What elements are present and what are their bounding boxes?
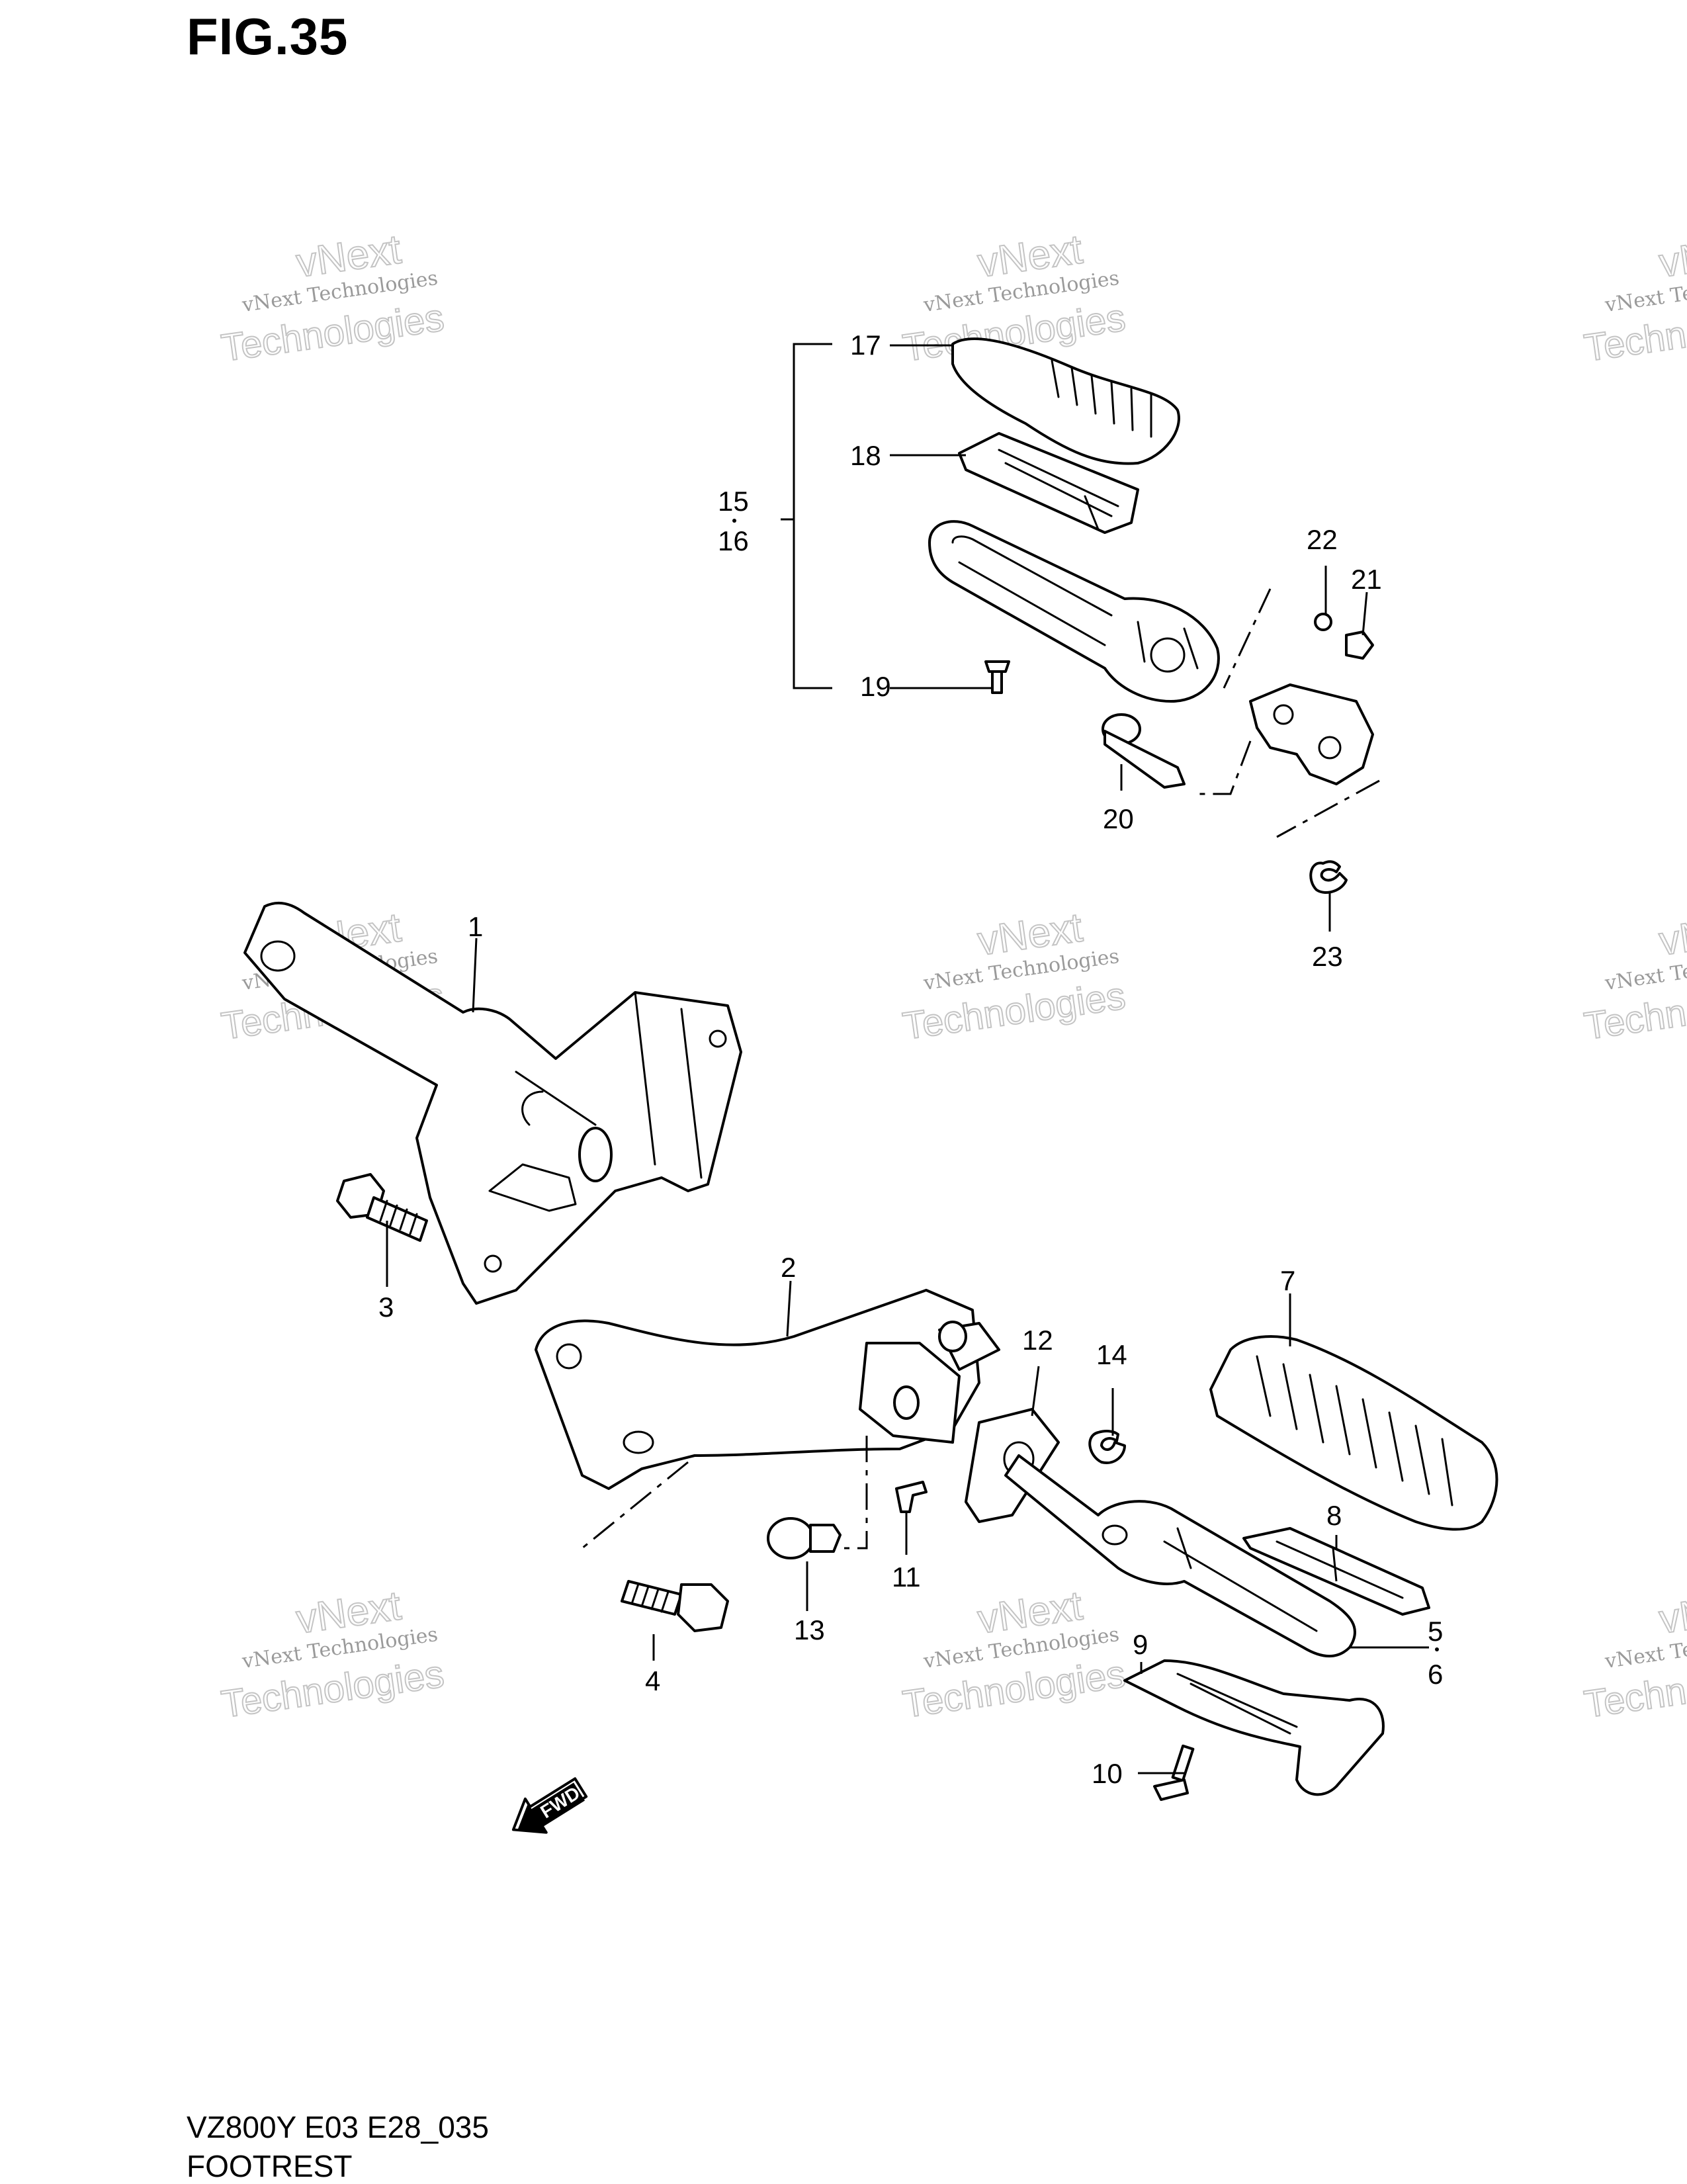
watermark: vNext vNext Technologies Technologies <box>900 1582 1129 1726</box>
watermark: vNext vNext Technologies Technologies <box>1581 1582 1687 1726</box>
part-3-bolt <box>336 1173 428 1242</box>
part-11-clip <box>895 1481 928 1513</box>
part-7-rubber <box>1209 1335 1498 1531</box>
callout-22: 22 <box>1307 524 1338 555</box>
callout-12: 12 <box>1022 1325 1053 1356</box>
callout-10: 10 <box>1092 1758 1123 1789</box>
figure-title: FIG.35 <box>187 7 349 66</box>
part-15-16-footrest <box>928 520 1220 703</box>
separator-dot <box>1435 1647 1439 1651</box>
callout-18: 18 <box>850 440 881 471</box>
callout-11: 11 <box>892 1561 921 1593</box>
watermark: vNext vNext Technologies Technologies <box>900 226 1129 370</box>
model-code: VZ800Y E03 E28_035 <box>187 2110 489 2144</box>
callout-8: 8 <box>1326 1500 1342 1531</box>
watermark: vNext vNext Technologies Technologies <box>1581 904 1687 1048</box>
watermark: vNext vNext Technologies Technologies <box>218 1582 447 1726</box>
watermark: vNext vNext Technologies Technologies <box>1581 226 1687 370</box>
part-9-heel-guard <box>1123 1659 1385 1796</box>
assembly-line <box>582 1461 689 1550</box>
callout-2: 2 <box>781 1252 796 1283</box>
part-13-pin <box>767 1517 842 1559</box>
callout-5: 5 <box>1428 1616 1443 1647</box>
assembly-line <box>840 1436 868 1550</box>
upper-bracket <box>1249 683 1374 785</box>
callout-23: 23 <box>1312 941 1343 972</box>
callout-4: 4 <box>645 1665 660 1696</box>
part-14-clip <box>1088 1430 1126 1464</box>
callout-numbers: 17 18 15 16 19 22 21 20 23 1 3 2 7 12 14… <box>378 329 1443 1789</box>
callout-20: 20 <box>1103 803 1134 834</box>
callout-15: 15 <box>718 486 749 517</box>
callout-14: 14 <box>1096 1339 1127 1370</box>
assembly-line <box>1276 779 1380 838</box>
group-bracket-15-16 <box>781 343 832 689</box>
fwd-arrow-icon: FWD <box>511 1777 588 1834</box>
part-18-plate <box>958 432 1139 534</box>
watermark-brand: vNext <box>1657 226 1687 286</box>
watermark: vNext vNext Technologies Technologies <box>218 226 447 370</box>
watermark-brand: vNext <box>1657 1583 1687 1642</box>
diagram-name: FOOTREST <box>187 2149 353 2183</box>
callout-1: 1 <box>468 911 483 942</box>
callout-13: 13 <box>794 1614 825 1645</box>
callout-16: 16 <box>718 525 749 556</box>
callout-9: 9 <box>1133 1629 1148 1660</box>
callout-21: 21 <box>1351 564 1382 595</box>
part-23-clip <box>1309 860 1348 894</box>
part-1-bracket <box>243 901 742 1305</box>
callout-17: 17 <box>850 329 881 361</box>
callout-3: 3 <box>378 1291 394 1323</box>
part-2-bracket <box>535 1289 1000 1490</box>
upper-footrest-assembly <box>928 337 1380 894</box>
callout-7: 7 <box>1280 1265 1295 1296</box>
part-10-screw <box>1153 1744 1195 1801</box>
part-4-bolt <box>621 1580 729 1632</box>
callout-6: 6 <box>1428 1659 1443 1690</box>
part-20-pin <box>1102 713 1186 789</box>
assembly-line <box>1197 740 1252 795</box>
callout-19: 19 <box>860 671 891 702</box>
part-19-screw <box>984 660 1010 694</box>
separator-dot <box>732 519 736 523</box>
watermark: vNext vNext Technologies Technologies <box>900 904 1129 1048</box>
assembly-line <box>1223 588 1272 689</box>
part-21-nut <box>1345 631 1374 660</box>
watermark-brand: vNext <box>1657 904 1687 964</box>
part-22-ball <box>1314 613 1332 631</box>
leader-lines <box>386 344 1429 1774</box>
part-17-rubber <box>951 337 1180 465</box>
